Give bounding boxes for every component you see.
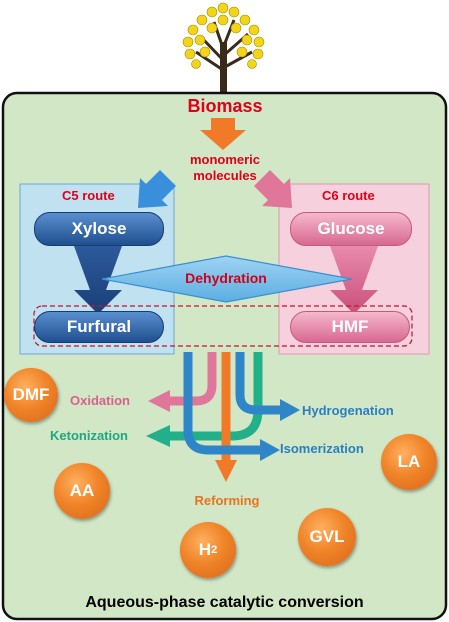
c6-route-label: C6 route	[322, 188, 375, 203]
footer-title: Aqueous-phase catalytic conversion	[85, 594, 364, 611]
monomeric-molecules-label: monomeric molecules	[189, 152, 261, 183]
c5-route-label: C5 route	[62, 188, 115, 203]
reaction-arrows	[168, 352, 282, 462]
c6-entry-arrow	[254, 170, 292, 208]
xylose-pill: Xylose	[34, 212, 164, 246]
dashed-group-box	[33, 305, 413, 347]
ketonization-arrowhead	[146, 425, 170, 447]
biomass-arrow	[200, 118, 246, 150]
biomass-label: Biomass	[187, 96, 263, 116]
oxidation-arrowhead	[148, 390, 170, 412]
isomerization-label: Isomerization	[280, 441, 364, 456]
product-dmf: DMF	[4, 368, 58, 422]
reforming-label: Reforming	[194, 493, 260, 508]
c6-down-arrow	[330, 246, 378, 314]
tree-icon	[182, 2, 265, 94]
c5-entry-arrow	[138, 170, 176, 208]
dehydration-diamond	[101, 255, 353, 303]
h2-main: H	[198, 540, 212, 559]
hydrogenation-arrowhead	[280, 399, 300, 421]
dehydration-label: Dehydration	[185, 270, 267, 286]
product-gvl: GVL	[298, 508, 356, 566]
ketonization-label: Ketonization	[50, 428, 128, 443]
oxidation-label: Oxidation	[70, 393, 130, 408]
hydrogenation-label: Hydrogenation	[302, 403, 394, 418]
c5-down-arrow	[74, 246, 122, 314]
product-aa: AA	[54, 463, 110, 519]
reforming-arrowhead	[215, 460, 237, 482]
glucose-pill: Glucose	[290, 212, 412, 246]
hmf-pill: HMF	[290, 311, 410, 343]
furfural-pill: Furfural	[34, 311, 164, 343]
product-la: LA	[381, 434, 437, 490]
h2-subscript: 2	[211, 544, 218, 556]
isomerization-arrowhead	[260, 439, 280, 461]
